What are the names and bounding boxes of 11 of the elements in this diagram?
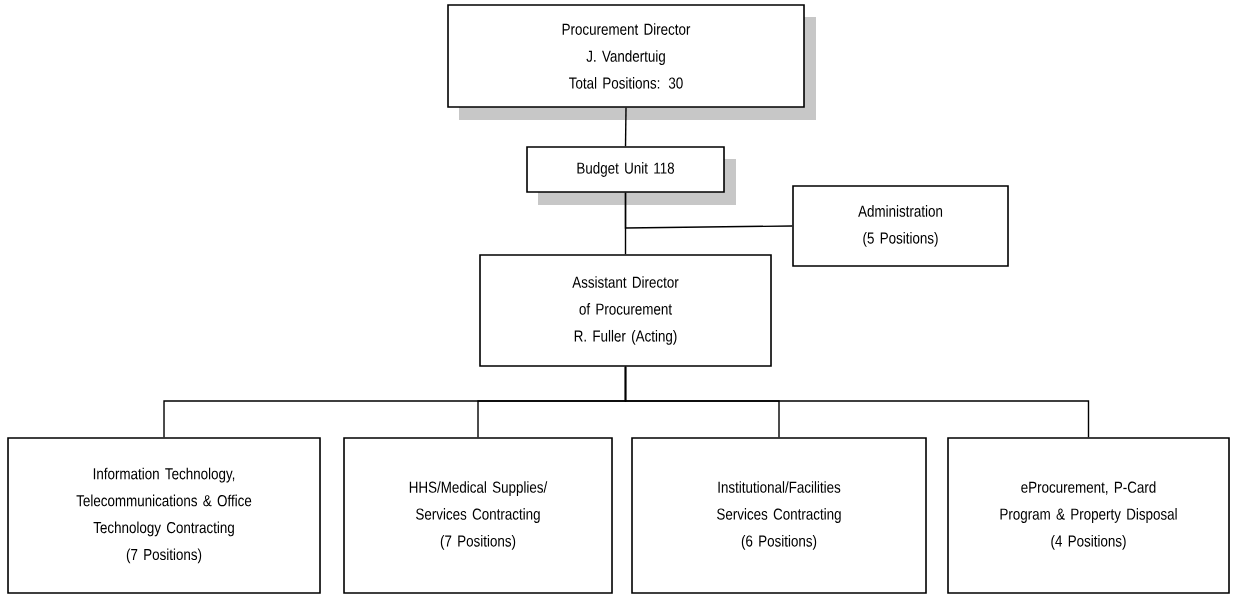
org-box: Administration (5 Positions) bbox=[792, 185, 1009, 267]
org-box: eProcurement, P-Card Program & Property Disposal (4 Positions) bbox=[947, 437, 1230, 594]
org-box: Institutional/Facilities Services Contracting (6 Positions) bbox=[631, 437, 927, 594]
org-box: Information Technology, Telecommunications & Office Technology Contracting (7 Positions) bbox=[7, 437, 321, 594]
connector-line bbox=[624, 107, 627, 147]
org-box: Assistant Director of Procurement R. Fuller (Acting) bbox=[479, 254, 772, 367]
org-box: HHS/Medical Supplies/ Services Contracting (7 Positions) bbox=[343, 437, 613, 594]
org-box: Procurement Director J. Vandertuig Total Positions: 30 bbox=[447, 4, 816, 120]
connector-line bbox=[624, 366, 1090, 438]
org-box: Budget Unit 118 bbox=[526, 146, 736, 205]
connector-line bbox=[624, 192, 793, 229]
